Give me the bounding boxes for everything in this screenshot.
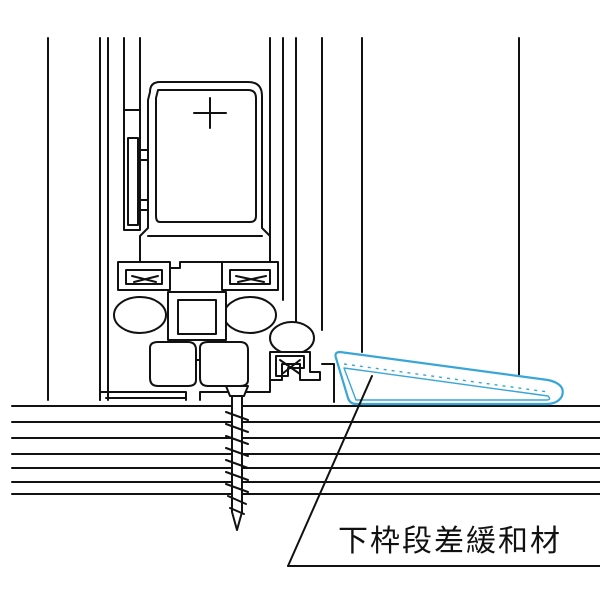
frame-block: [139, 81, 271, 269]
floor-layers: [11, 405, 600, 495]
frame-vertical-lines: [47, 37, 520, 401]
roller-assembly: [149, 341, 249, 387]
center-connector: [167, 291, 227, 341]
weatherstrip-seals: [113, 261, 315, 355]
callout-leader: [287, 375, 600, 567]
callout-label: 下枠段差緩和材: [338, 524, 562, 559]
seal-bracket: [269, 351, 335, 403]
sash-rail-detail: [123, 109, 151, 231]
screw: [225, 385, 249, 531]
threshold-ramp: [334, 350, 564, 406]
